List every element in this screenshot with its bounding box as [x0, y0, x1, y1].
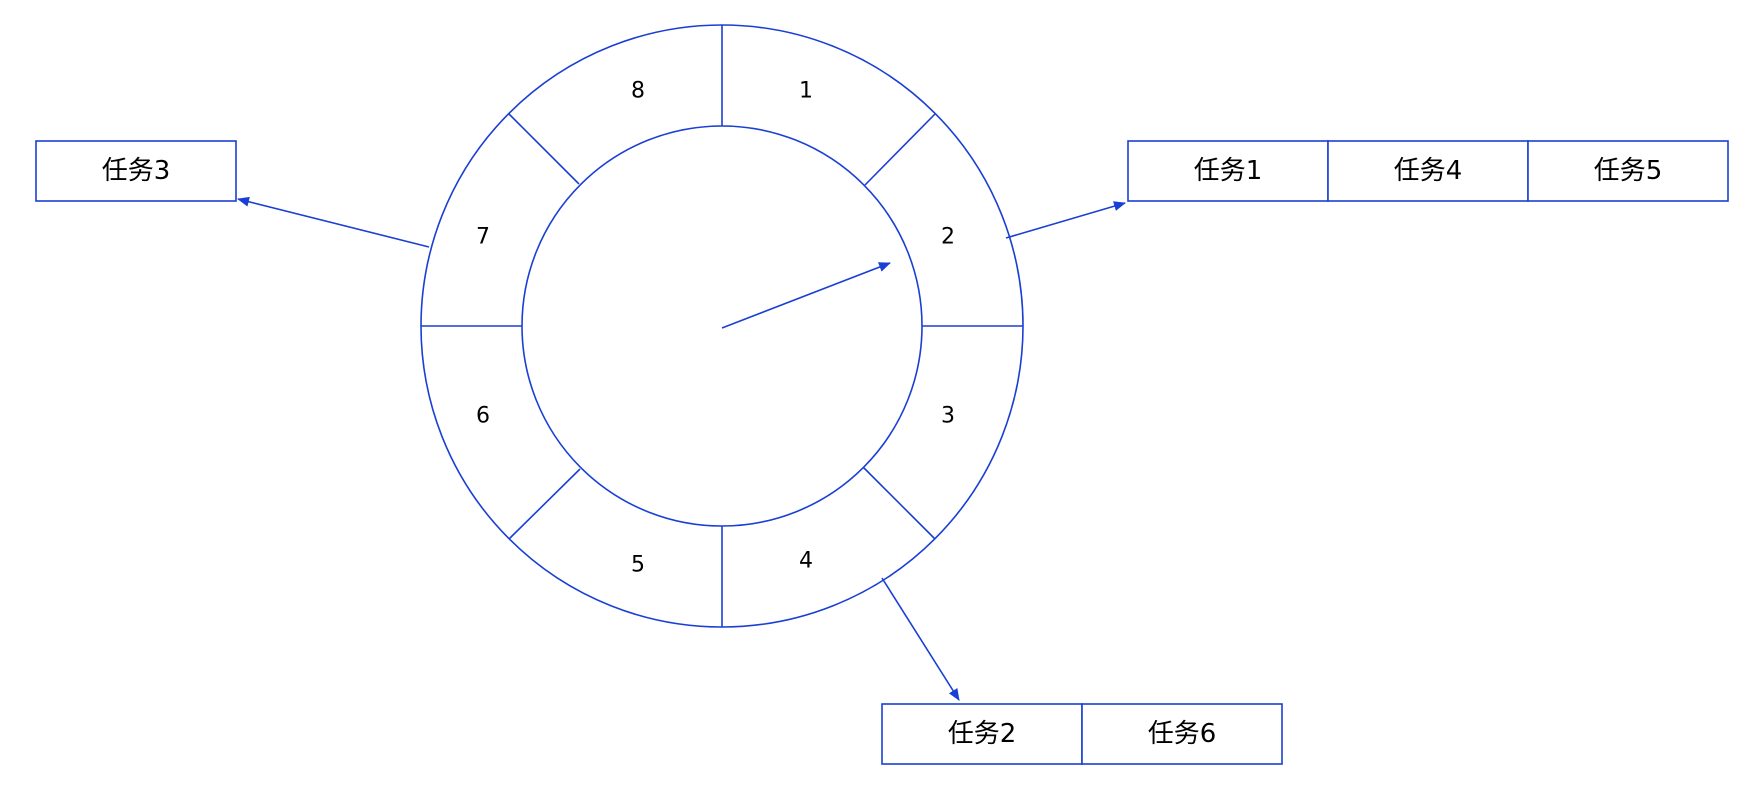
task-queue-slot-7: 任务3 — [35, 140, 237, 202]
divider-bottom-right — [862, 466, 936, 540]
slot-4-queue-arrow — [881, 577, 960, 701]
task-box — [1081, 703, 1283, 765]
slot-label-4: 4 — [799, 549, 813, 574]
task-box — [1527, 140, 1729, 202]
slot-label-3: 3 — [941, 404, 955, 429]
task-queue-slot-2: 任务1 任务4 任务5 — [1127, 140, 1729, 202]
task-box — [35, 140, 237, 202]
slot-labels: 1 2 3 4 5 6 7 8 — [476, 79, 955, 578]
task-label: 任务5 — [1594, 156, 1663, 186]
task-box — [881, 703, 1083, 765]
task-label: 任务6 — [1148, 719, 1217, 749]
slot-label-1: 1 — [799, 79, 813, 104]
slot-7-queue-arrow — [237, 196, 430, 248]
task-label: 任务2 — [948, 719, 1017, 749]
slot-label-8: 8 — [631, 79, 645, 104]
slot-2-queue-arrow — [1005, 201, 1126, 239]
slot-label-6: 6 — [476, 404, 490, 429]
task-label: 任务1 — [1194, 156, 1263, 186]
divider-top-right — [864, 113, 936, 186]
divider-top-left — [508, 113, 580, 185]
slot-label-5: 5 — [631, 553, 645, 578]
task-box — [1127, 140, 1329, 202]
slot-label-7: 7 — [476, 225, 490, 250]
task-box — [1327, 140, 1529, 202]
task-queue-slot-4: 任务2 任务6 — [881, 703, 1283, 765]
task-label: 任务3 — [102, 156, 171, 186]
slot-label-2: 2 — [941, 225, 955, 250]
divider-bottom-left — [508, 468, 581, 540]
slot-dividers — [421, 25, 1023, 627]
wheel-inner-ring — [521, 125, 923, 527]
pointer-arrow — [721, 262, 891, 329]
task-label: 任务4 — [1394, 156, 1463, 186]
